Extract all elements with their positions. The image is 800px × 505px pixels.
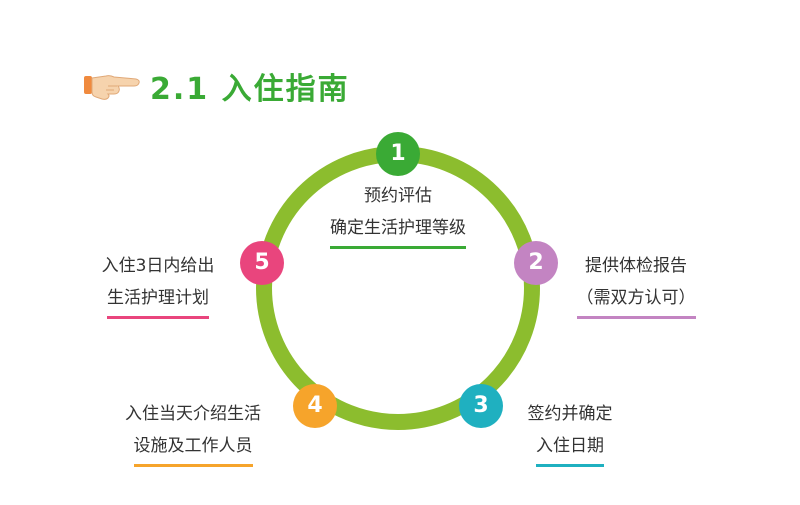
step-4-badge: 4 (293, 384, 337, 428)
step-5-line2: 生活护理计划 (107, 282, 209, 319)
step-5-label: 入住3日内给出 生活护理计划 (88, 250, 228, 319)
step-2-label: 提供体检报告 （需双方认可） (566, 250, 706, 319)
step-2-line1: 提供体检报告 (585, 256, 687, 276)
step-4-line2: 设施及工作人员 (133, 430, 253, 467)
step-3-line2: 入住日期 (536, 430, 604, 467)
step-1-badge: 1 (376, 132, 420, 176)
step-1-label: 预约评估 确定生活护理等级 (318, 180, 478, 249)
step-5-number: 5 (254, 250, 270, 275)
step-1-line1: 预约评估 (364, 186, 432, 206)
pointing-hand-icon (84, 75, 140, 100)
step-4-line1: 入住当天介绍生活 (125, 404, 261, 424)
step-1-number: 1 (390, 141, 406, 166)
step-4-number: 4 (307, 393, 323, 418)
step-5-line1: 入住3日内给出 (101, 256, 215, 276)
step-5-badge: 5 (240, 241, 284, 285)
header: 2.1 入住指南 (84, 64, 350, 108)
page-title: 2.1 入住指南 (150, 72, 350, 107)
step-2-badge: 2 (514, 241, 558, 285)
step-2-line2: （需双方认可） (576, 282, 696, 319)
step-3-label: 签约并确定 入住日期 (510, 398, 630, 467)
step-3-number: 3 (473, 393, 489, 418)
step-4-label: 入住当天介绍生活 设施及工作人员 (112, 398, 274, 467)
step-2-number: 2 (528, 250, 544, 275)
step-3-line1: 签约并确定 (527, 404, 613, 424)
step-3-badge: 3 (459, 384, 503, 428)
step-1-line2: 确定生活护理等级 (330, 212, 466, 249)
